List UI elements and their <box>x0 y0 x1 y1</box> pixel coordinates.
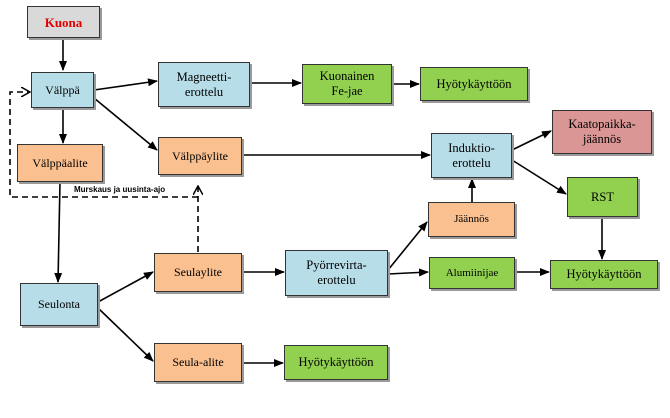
node-seulaylite: Seulaylite <box>154 253 242 292</box>
node-jaannos: Jäännös <box>428 202 515 237</box>
node-kuonainen-fe-jae: Kuonainen Fe-jae <box>302 64 392 104</box>
node-hyotykayttoon-2: Hyötykäyttöön <box>550 260 658 289</box>
edge-pyorrevirta-alumiini <box>387 268 429 277</box>
node-magneettierottelu: Magneetti- erottelu <box>158 62 250 107</box>
node-kuona: Kuona <box>27 6 100 38</box>
node-seulonta: Seulonta <box>20 283 98 326</box>
edge-pyorrevirta-jaannos <box>387 221 428 271</box>
node-valppaalite: Välppäalite <box>17 144 103 182</box>
node-kaatopaikkajaannos: Kaatopaikka- jäännös <box>552 110 652 154</box>
node-rst: RST <box>567 177 638 217</box>
node-valppa: Välppä <box>31 72 94 108</box>
node-seula-alite: Seula-alite <box>154 343 242 382</box>
node-hyotykayttoon-3: Hyötykäyttöön <box>284 345 388 380</box>
edge-induktio-rst <box>511 159 567 195</box>
edge-valppa-magneetti <box>93 78 158 91</box>
edge-seulonta-seulaylite <box>97 271 154 303</box>
edge-induktio-kaatopaikka <box>511 130 552 151</box>
node-alumiinijae: Alumiinijae <box>429 257 515 289</box>
node-valppaylite: Välppäylite <box>158 137 242 175</box>
node-induktioerottelu: Induktio- erottelu <box>431 133 512 178</box>
edge-seulonta-seulaalite <box>97 307 154 362</box>
edge-valppaalite-seulonta <box>54 181 63 283</box>
node-pyorrevirtaerottelu: Pyörrevirta- erottelu <box>285 250 388 296</box>
edge-recirculation-loop <box>9 92 198 198</box>
node-hyotykayttoon-1: Hyötykäyttöön <box>420 67 528 101</box>
edge-valppa-valppaylite <box>93 97 158 151</box>
annotation-murskaus: Murskaus ja uusinta-ajo <box>74 185 166 194</box>
